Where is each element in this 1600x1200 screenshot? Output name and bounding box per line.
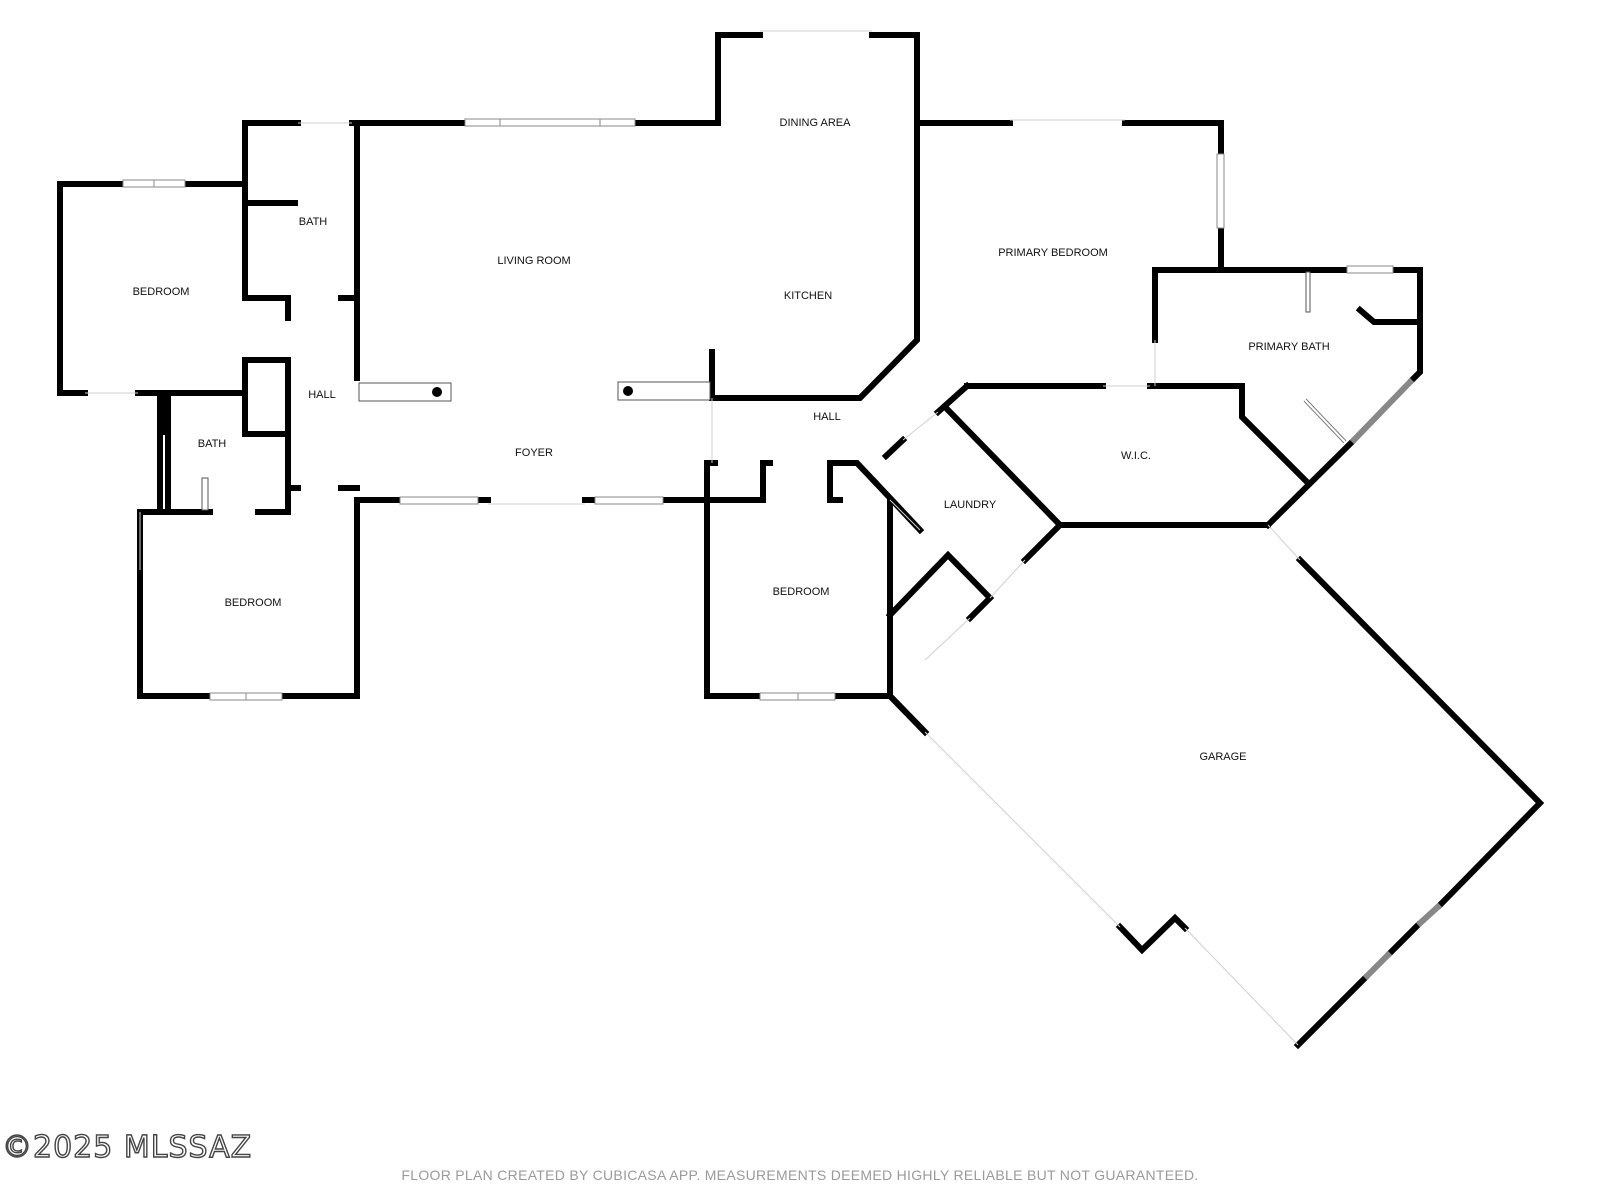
label-hall-left: HALL	[308, 389, 336, 401]
label-bath-lower: BATH	[198, 438, 227, 450]
label-kitchen: KITCHEN	[784, 290, 832, 302]
label-laundry: LAUNDRY	[944, 499, 997, 511]
label-primary-bath: PRIMARY BATH	[1248, 341, 1329, 353]
mls-watermark: ©2025 MLSSAZ	[1, 1129, 253, 1165]
label-wic: W.I.C.	[1121, 450, 1151, 462]
label-primary-bedroom: PRIMARY BEDROOM	[998, 247, 1108, 259]
windows	[122, 118, 1443, 981]
fixtures	[201, 271, 1347, 511]
label-bath-top: BATH	[299, 216, 328, 228]
room-labels: DINING AREA BATH LIVING ROOM KITCHEN PRI…	[133, 117, 1330, 763]
label-living-room: LIVING ROOM	[497, 255, 570, 267]
walls	[57, 32, 1545, 1050]
footer-disclaimer: FLOOR PLAN CREATED BY CUBICASA APP. MEAS…	[401, 1167, 1199, 1183]
label-bedroom-center: BEDROOM	[773, 586, 830, 598]
label-dining-area: DINING AREA	[780, 117, 852, 129]
label-bedroom-lower-left: BEDROOM	[225, 597, 282, 609]
label-garage: GARAGE	[1199, 751, 1246, 763]
openings	[85, 30, 1301, 1046]
label-foyer: FOYER	[515, 447, 553, 459]
label-hall-center: HALL	[813, 411, 841, 423]
label-bedroom-left: BEDROOM	[133, 286, 190, 298]
